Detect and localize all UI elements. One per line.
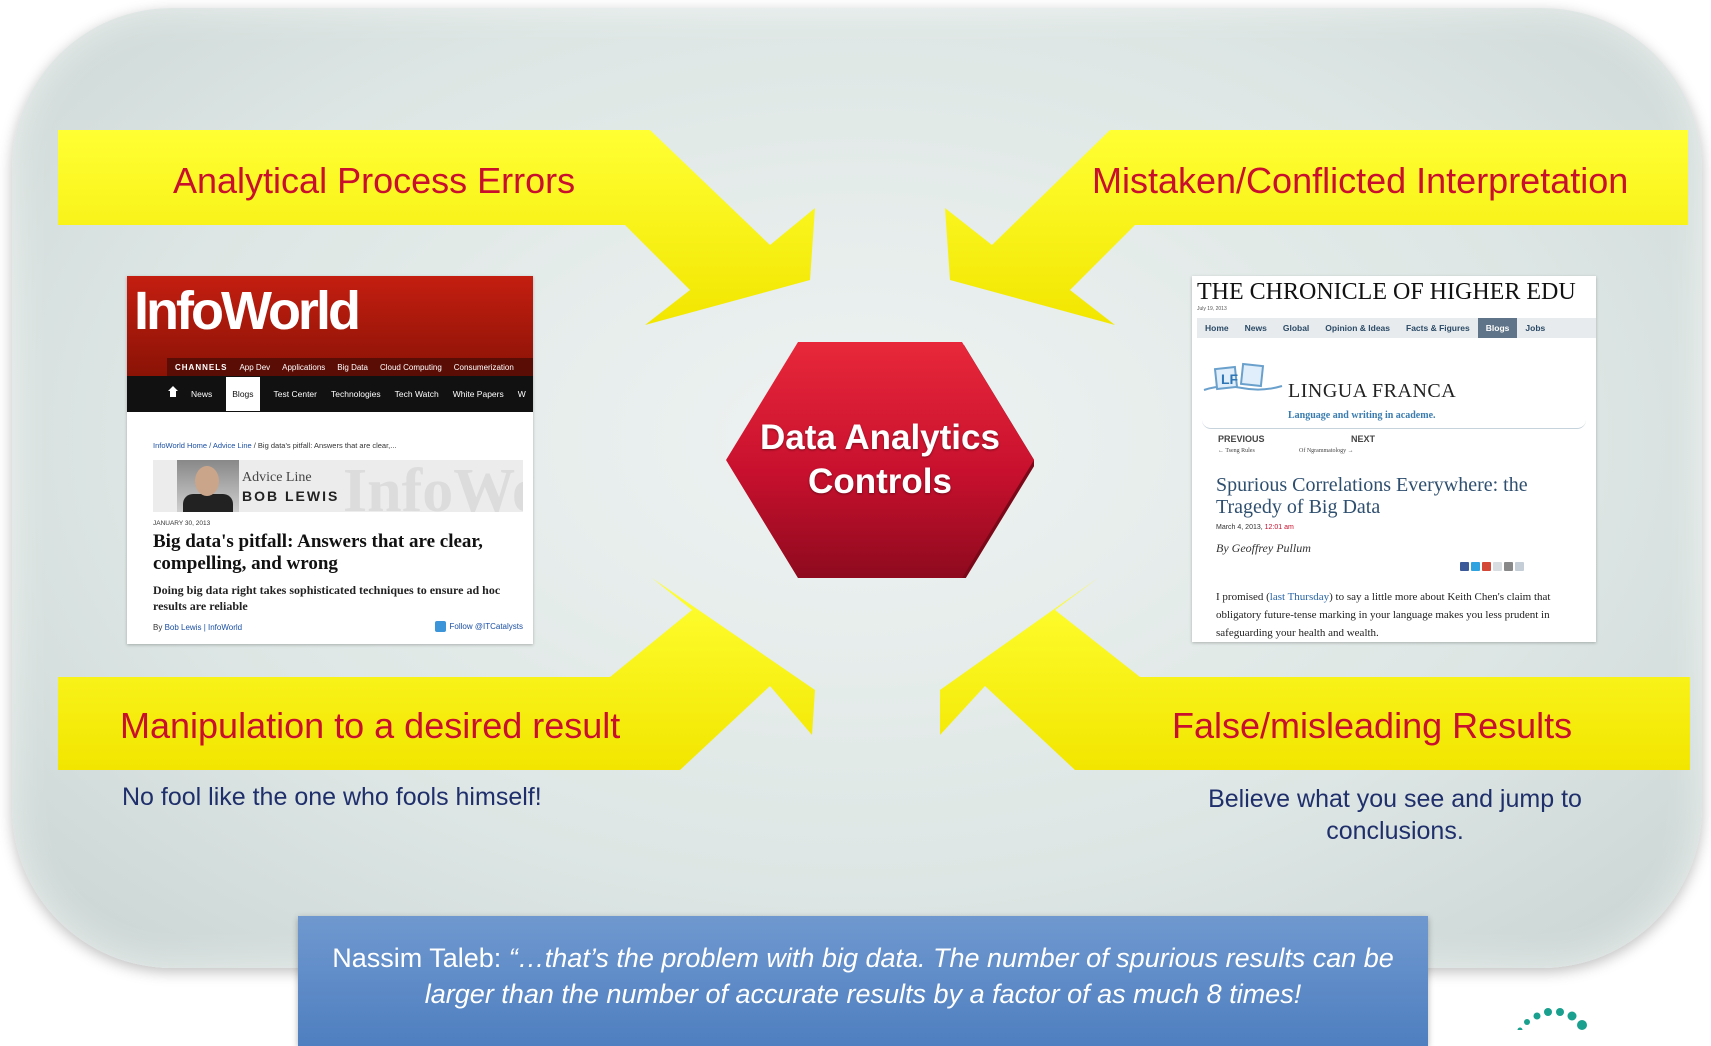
corner-dots-logo (1517, 1008, 1587, 1030)
article-date: JANUARY 30, 2013 (153, 520, 211, 527)
nav-item-news: News (1244, 323, 1267, 333)
infoworld-author-box: InfoWo Advice Line BOB LEWIS (153, 460, 523, 512)
arrow-bottom-right (940, 578, 1690, 770)
label-mistaken-interpretation: Mistaken/Conflicted Interpretation (1092, 160, 1629, 201)
nav-item-jobs: Jobs (1525, 323, 1546, 333)
nav-item-facts: Facts & Figures (1406, 323, 1470, 333)
infoworld-channels-bar: CHANNELS App Dev Applications Big Data C… (167, 358, 533, 376)
column-name: Advice Line (242, 470, 312, 485)
arrow-top-left (58, 130, 815, 325)
home-icon (168, 386, 178, 397)
infoworld-breadcrumb: InfoWorld Home / Advice Line / Big data'… (153, 441, 397, 450)
caption-believe: Believe what you see and jump to conclus… (1208, 785, 1582, 845)
channel-item: Applications (282, 362, 326, 372)
author-name: BOB LEWIS (242, 488, 340, 504)
nav-item-news: News (191, 389, 213, 399)
follow-link: Follow @ITCatalysts (434, 621, 523, 632)
nav-item-home: Home (1205, 323, 1229, 333)
arrow-top-right (945, 130, 1688, 325)
center-title: Data Analytics Controls (760, 418, 1000, 501)
post-headline: Spurious Correlations Everywhere: the Tr… (1216, 474, 1528, 518)
post-date: March 4, 2013, 12:01 am (1216, 524, 1294, 531)
breadcrumb-rest: / Big data's pitfall: Answers that are c… (251, 441, 397, 450)
twitter-icon (434, 621, 446, 632)
channel-item: App Dev (239, 362, 271, 372)
body-text-1: I promised ( (1216, 591, 1270, 603)
email-icon (1493, 562, 1502, 571)
infoworld-logo: InfoWorld (134, 281, 361, 341)
nav-item-white-papers: White Papers (452, 389, 504, 399)
print-icon (1504, 562, 1513, 571)
facebook-icon (1460, 562, 1469, 571)
follow-text: Follow @ITCatalysts (449, 622, 523, 631)
logo-letters: LF (1221, 371, 1239, 387)
article-deck: Doing big data right takes sophisticated… (153, 583, 501, 613)
chronicle-masthead: THE CHRONICLE OF HIGHER EDU (1197, 279, 1576, 305)
arrow-bottom-left (58, 578, 815, 770)
body-link: last Thursday (1269, 591, 1330, 603)
chronicle-date: July 19, 2013 (1197, 306, 1227, 312)
nav-item-test-center: Test Center (273, 389, 317, 399)
channel-item: Cloud Computing (379, 362, 442, 372)
taleb-quote: Nassim Taleb: “…that’s the problem with … (298, 916, 1428, 1046)
google-plus-icon (1482, 562, 1491, 571)
nav-item-technologies: Technologies (331, 389, 381, 399)
blog-title: LINGUA FRANCA (1288, 380, 1457, 402)
lingua-franca-logo: LF (1203, 362, 1283, 391)
nav-item-tech-watch: Tech Watch (394, 389, 439, 399)
previous-post-link: ← Tseng Rules (1218, 448, 1255, 454)
blog-tagline: Language and writing in academe. (1288, 410, 1436, 421)
quote-text: “…that’s the problem with big data. The … (424, 943, 1394, 1009)
body-text-2: ) to say a little more about Keith Chen'… (1216, 591, 1551, 639)
post-author: By Geoffrey Pullum (1216, 541, 1311, 555)
infoworld-nav: News Blogs Test Center Technologies Tech… (127, 376, 533, 412)
breadcrumb-link: InfoWorld Home / Advice Line (153, 441, 252, 450)
post-time: 12:01 am (1264, 524, 1294, 531)
chronicle-nav: Home News Global Opinion & Ideas Facts &… (1197, 318, 1596, 338)
twitter-icon (1471, 562, 1480, 571)
channel-item: Consumerization (453, 362, 514, 372)
nav-item-blogs: Blogs (226, 377, 260, 411)
next-label: NEXT (1351, 434, 1376, 444)
blog-divider (1202, 420, 1586, 429)
nav-item-global: Global (1282, 323, 1310, 333)
label-analytical-process-errors: Analytical Process Errors (173, 160, 576, 201)
author-avatar (177, 460, 239, 512)
next-post-link: Of Ngrammatology → (1299, 448, 1354, 454)
post-date-text: March 4, 2013, (1216, 524, 1265, 531)
center-hexagon (726, 342, 1034, 578)
previous-label: PREVIOUS (1218, 434, 1265, 444)
comment-icon (1515, 562, 1524, 571)
quote-speaker: Nassim Taleb: (332, 943, 509, 973)
article-byline: By Bob Lewis | InfoWorld (153, 623, 242, 632)
label-false-results: False/misleading Results (1172, 705, 1573, 746)
channel-item: Big Data (337, 362, 368, 372)
nav-item-blogs: Blogs (1477, 318, 1518, 338)
article-headline: Big data's pitfall: Answers that are cle… (153, 531, 483, 574)
channels-title: CHANNELS (175, 362, 228, 372)
chronicle-screenshot: THE CHRONICLE OF HIGHER EDU July 19, 201… (1192, 276, 1596, 642)
share-icons (1460, 562, 1524, 571)
post-body: I promised (last Thursday) to say a litt… (1216, 588, 1586, 642)
nav-item-opinion: Opinion & Ideas (1325, 323, 1390, 333)
byline-link: Bob Lewis | InfoWorld (164, 623, 243, 632)
nav-item-more: W (517, 389, 526, 399)
infoworld-watermark: InfoWo (343, 460, 523, 512)
byline-prefix: By (153, 623, 165, 632)
infoworld-screenshot: InfoWorld CHANNELS App Dev Applications … (127, 276, 533, 644)
label-manipulation: Manipulation to a desired result (120, 705, 621, 746)
caption-no-fool: No fool like the one who fools himself! (122, 783, 542, 811)
